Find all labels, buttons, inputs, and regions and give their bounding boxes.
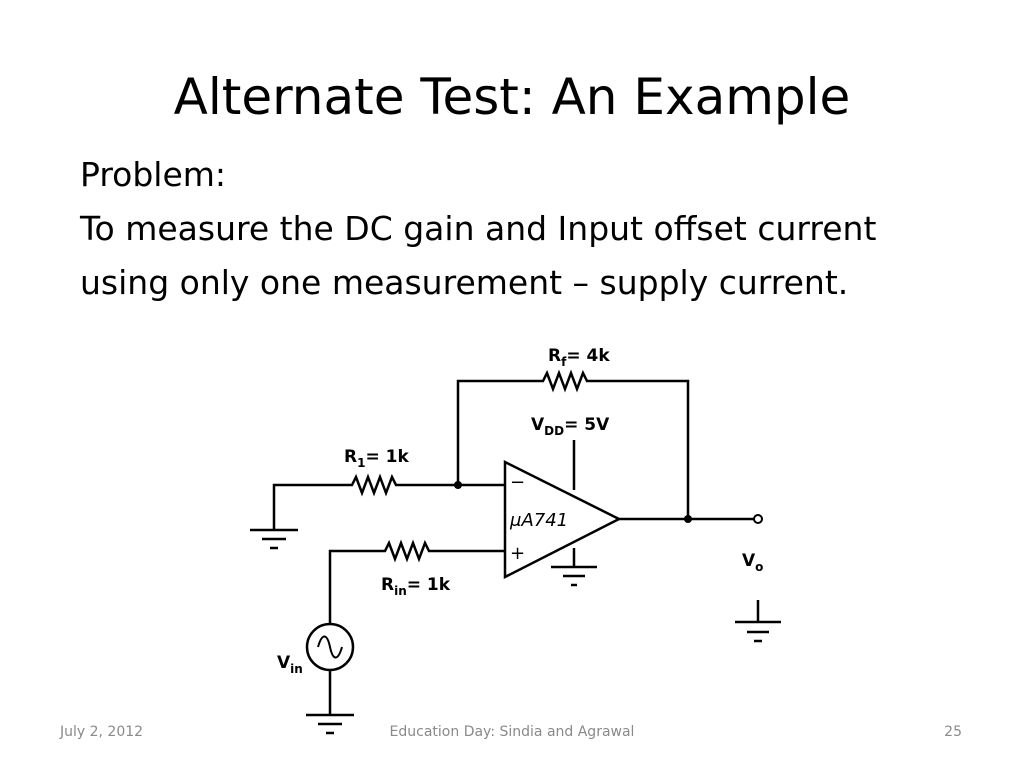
r1-label: R1= 1k [344,447,409,470]
problem-heading: Problem: [80,155,227,194]
vdd-label: VDD= 5V [531,415,610,438]
ground-symbol-vss [551,565,597,587]
rin-wire [328,539,505,625]
slide-title: Alternate Test: An Example [173,68,851,126]
r1-wire [272,473,505,530]
op-amp [503,459,622,580]
problem-line-1: To measure the DC gain and Input offset … [80,209,877,248]
vo-label: Vo [742,551,763,574]
problem-statement: Problem: To measure the DC gain and Inpu… [80,148,1010,310]
vin-label: Vin [277,653,303,676]
noninverting-input-sign: + [510,543,525,564]
footer-date: July 2, 2012 [60,724,144,740]
feedback-wire [456,369,690,519]
output-terminal [753,514,763,524]
ground-symbol-vin [306,713,354,735]
inverting-input-sign: − [510,472,525,493]
ground-symbol-vo [735,620,781,643]
sine-wave-icon [317,635,343,659]
ground-symbol-r1 [250,528,298,550]
junction-dot [684,515,692,523]
op-amp-label: μA741 [509,510,568,531]
problem-line-2: using only one measurement – supply curr… [80,263,849,302]
footer-title: Education Day: Sindia and Agrawal [389,724,635,740]
rin-label: Rin= 1k [381,575,451,598]
rf-label: Rf= 4k [548,346,610,369]
junction-dot [454,481,462,489]
page-number: 25 [944,724,962,740]
